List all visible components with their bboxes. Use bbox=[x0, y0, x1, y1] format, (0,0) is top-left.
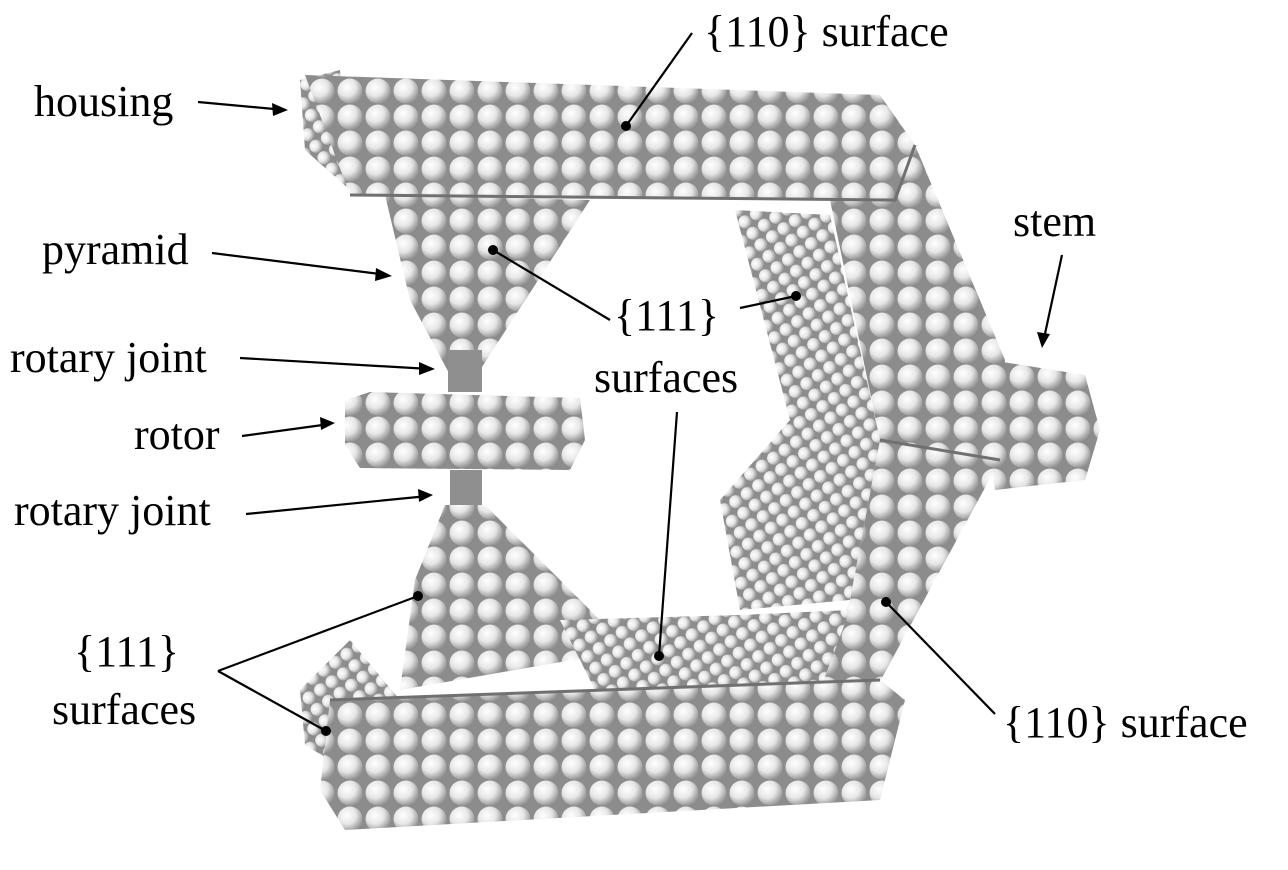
pointer-dot bbox=[791, 291, 801, 301]
pointer-dot bbox=[413, 591, 423, 601]
bottom-bar bbox=[320, 680, 905, 830]
leader-housing bbox=[197, 100, 286, 112]
label-111-left-line1: {111} bbox=[74, 627, 179, 676]
leader-stem bbox=[1041, 254, 1064, 344]
leader-110-bottom bbox=[885, 601, 996, 715]
leader-110-top bbox=[625, 32, 693, 127]
label-pyramid: pyramid bbox=[42, 225, 189, 274]
label-110-surface-bottom: {110} surface bbox=[1003, 698, 1248, 747]
label-rotor: rotor bbox=[134, 410, 220, 459]
leader-lines bbox=[197, 32, 1064, 736]
arrowhead bbox=[375, 268, 392, 281]
upper-pyramid bbox=[385, 195, 590, 375]
arrowhead bbox=[320, 417, 335, 430]
leader-111-center-right bbox=[739, 294, 797, 310]
label-rotary-joint-upper: rotary joint bbox=[10, 333, 207, 382]
right-frame bbox=[800, 145, 1005, 720]
label-rotary-joint-lower: rotary joint bbox=[14, 486, 211, 535]
leader-111-left-up bbox=[217, 594, 419, 673]
pointer-dot bbox=[654, 651, 664, 661]
leader-rotary-joint-lower bbox=[245, 494, 429, 516]
leader-pyramid bbox=[211, 251, 389, 277]
structure-edge bbox=[349, 144, 917, 202]
arrowhead bbox=[272, 103, 288, 116]
pointer-dot bbox=[321, 726, 331, 736]
arrowhead bbox=[1037, 332, 1050, 348]
leader-rotor bbox=[241, 422, 331, 438]
upper-rotary-joint bbox=[448, 350, 482, 392]
label-111-center-line1: {111} bbox=[614, 291, 719, 340]
leader-111-center-left bbox=[492, 249, 611, 321]
label-stem: stem bbox=[1013, 197, 1096, 246]
structure-edge bbox=[879, 438, 1001, 462]
pointer-dot bbox=[881, 597, 891, 607]
label-110-surface-top: {110} surface bbox=[704, 7, 949, 56]
pointer-dot bbox=[488, 245, 498, 255]
housing-structure bbox=[300, 70, 1100, 830]
arrowhead bbox=[419, 362, 435, 375]
leader-rotary-joint-upper bbox=[239, 356, 431, 371]
label-111-left-line2: surfaces bbox=[52, 685, 196, 734]
label-housing: housing bbox=[34, 77, 173, 126]
leader-surfaces-center-down bbox=[657, 411, 679, 657]
rotor-structure bbox=[345, 392, 585, 470]
structure-edge bbox=[329, 678, 881, 702]
bottom-inner-face-111 bbox=[560, 610, 850, 700]
stem-structure bbox=[985, 360, 1100, 490]
label-111-center-line2: surfaces bbox=[594, 353, 738, 402]
labels: {110} surface housing stem pyramid {111}… bbox=[10, 7, 1248, 747]
top-bar bbox=[305, 75, 915, 200]
arrowhead bbox=[418, 489, 433, 502]
pointer-dot bbox=[621, 121, 631, 131]
right-inner-face-111 bbox=[720, 210, 880, 610]
leader-111-left-down bbox=[217, 670, 327, 732]
